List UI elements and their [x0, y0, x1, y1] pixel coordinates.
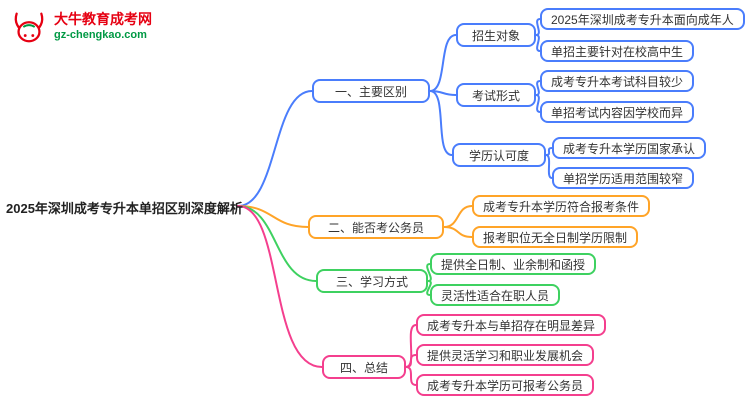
connector-root-branch2 [237, 205, 309, 228]
leaf-civil-1: 成考专升本学历符合报考条件 [472, 195, 651, 217]
connector-branch1-sub1 [429, 34, 457, 92]
connector-branch4-leaf1 [405, 324, 417, 368]
connector-branch1-sub2 [429, 90, 457, 96]
brand-text: 大牛教育成考网 gz-chengkao.com [54, 11, 152, 42]
leaf-recognition-1: 成考专升本学历国家承认 [552, 137, 707, 159]
brand-logo: 大牛教育成考网 gz-chengkao.com [10, 8, 152, 46]
subnode-exam-format: 考试形式 [456, 83, 536, 107]
leaf-civil-2: 报考职位无全日制学历限制 [472, 226, 639, 248]
leaf-summary-1: 成考专升本与单招存在明显差异 [416, 314, 607, 336]
leaf-study-1: 提供全日制、业余制和函授 [430, 253, 597, 275]
brand-url: gz-chengkao.com [54, 28, 147, 41]
leaf-enrollment-2: 单招主要针对在校高中生 [540, 40, 695, 62]
connector-branch4-leaf3 [405, 366, 417, 386]
leaf-exam-2: 单招考试内容因学校而异 [540, 101, 695, 123]
branch-study-mode: 三、学习方式 [316, 269, 428, 293]
leaf-enrollment-1: 2025年深圳成考专升本面向成年人 [540, 8, 745, 30]
connector-branch1-sub3 [429, 90, 453, 156]
branch-civil-service: 二、能否考公务员 [308, 215, 444, 239]
leaf-summary-2: 提供灵活学习和职业发展机会 [416, 344, 595, 366]
connector-branch4-leaf2 [405, 354, 417, 368]
subnode-enrollment-target: 招生对象 [456, 23, 536, 47]
bull-icon [14, 12, 44, 43]
root-node: 2025年深圳成考专升本单招区别深度解析 [6, 201, 243, 216]
branch-main-differences: 一、主要区别 [312, 79, 430, 103]
subnode-degree-recognition: 学历认可度 [452, 143, 546, 167]
branch-summary: 四、总结 [322, 355, 406, 379]
connector-branch2-leaf2 [443, 226, 473, 238]
leaf-study-2: 灵活性适合在职人员 [430, 284, 561, 306]
connector-root-branch1 [237, 90, 313, 207]
connector-branch2-leaf1 [443, 205, 473, 228]
leaf-exam-1: 成考专升本考试科目较少 [540, 70, 695, 92]
brand-title: 大牛教育成考网 [54, 11, 152, 28]
leaf-recognition-2: 单招学历适用范围较窄 [552, 167, 695, 189]
leaf-summary-3: 成考专升本学历可报考公务员 [416, 374, 595, 396]
connector-root-branch3 [237, 205, 317, 282]
